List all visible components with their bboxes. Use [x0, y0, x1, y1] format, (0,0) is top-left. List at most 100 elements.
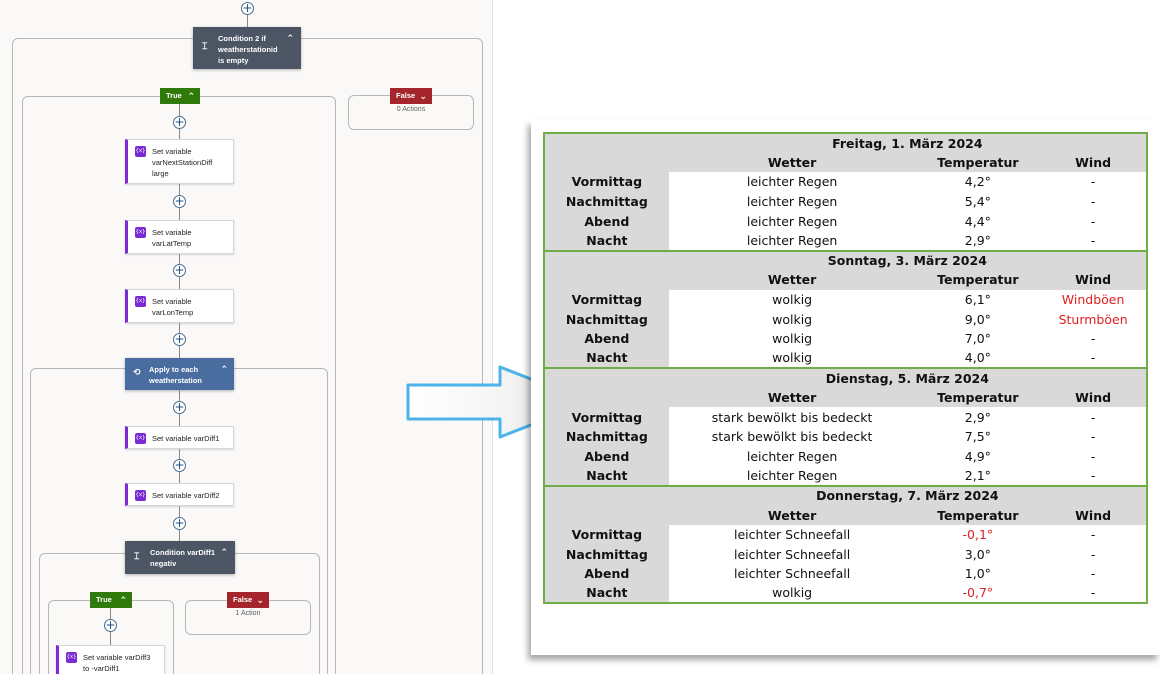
wind-cell: - [1090, 174, 1096, 190]
column-header-temperatur: Temperatur [915, 387, 1041, 408]
temperatur-cell: -0,7° [962, 585, 994, 601]
set-variable-card[interactable]: {x} Set variable varLonTemp [125, 289, 234, 323]
wind-cell: - [1090, 350, 1096, 366]
period-cell: Nachmittag [544, 544, 669, 565]
column-header-wetter: Wetter [668, 270, 916, 290]
wetter-cell: wolkig [772, 585, 813, 601]
set-variable-card[interactable]: {x} Set variable varDiff3 to -varDiff1 [56, 645, 165, 674]
add-step-plus-icon[interactable]: + [173, 516, 186, 530]
step-label: Set variable varDiff1 [152, 434, 220, 443]
column-header-temperatur: Temperatur [915, 270, 1041, 290]
wind-cell: - [1090, 467, 1096, 483]
column-header-blank [544, 505, 669, 525]
step-label: Set variable varDiff2 [152, 491, 220, 500]
day-header-blank [544, 367, 669, 388]
period-cell: Nachmittag [544, 309, 669, 329]
period-cell: Vormittag [544, 524, 669, 545]
wetter-cell: wolkig [772, 350, 813, 366]
temperatur-cell: 2,9° [964, 409, 991, 425]
period-cell: Nacht [544, 230, 669, 251]
inner-false-count: 1 Action [235, 610, 261, 617]
wetter-cell: wolkig [772, 331, 813, 347]
add-step-plus-icon[interactable]: + [173, 400, 186, 414]
temperatur-cell: 3,0° [964, 546, 991, 562]
apply-to-each-card[interactable]: ⟲ Apply to each weatherstation ⌃ [125, 358, 234, 390]
temperatur-cell: 1,0° [964, 566, 991, 582]
add-step-plus-icon[interactable]: + [173, 194, 186, 208]
loop-icon: ⟲ [133, 367, 141, 377]
column-header-wetter: Wetter [668, 505, 916, 525]
day-header-blank [544, 249, 669, 271]
collapse-chevron-icon[interactable]: ⌃ [220, 364, 228, 374]
table-row: Nachmittag leichter Schneefall 3,0° - [544, 544, 1147, 565]
set-variable-card[interactable]: {x} Set variable varNextStationDiff larg… [125, 139, 234, 184]
wind-cell: - [1090, 194, 1096, 210]
condition-icon: ⌶ [202, 41, 208, 51]
day-title: Freitag, 1. März 2024 [668, 133, 1147, 153]
wetter-cell: leichter Regen [746, 232, 838, 248]
add-step-plus-icon[interactable]: + [173, 332, 186, 346]
condition-negativ-card[interactable]: ⌶ Condition varDiff1 negativ ⌃ [125, 541, 235, 574]
day-header-blank [544, 484, 669, 506]
wetter-cell: leichter Regen [746, 174, 838, 190]
inner-true-pill[interactable]: True ⌃ [90, 592, 132, 608]
temperatur-cell: 7,0° [964, 331, 991, 347]
chevron-up-icon: ⌃ [119, 595, 127, 605]
temperatur-cell: 4,0° [964, 350, 991, 366]
condition-2-card[interactable]: ⌶ Condition 2 if weatherstationid is emp… [193, 27, 301, 69]
column-header-wind: Wind [1040, 387, 1147, 408]
wind-cell: Sturmböen [1058, 311, 1128, 327]
temperatur-cell: 4,9° [964, 448, 991, 464]
wind-cell: - [1090, 409, 1096, 425]
apply-to-each-label: Apply to each weatherstation [149, 365, 202, 385]
temperatur-cell: 2,1° [964, 467, 991, 483]
chevron-down-icon: ⌄ [419, 91, 427, 101]
add-step-plus-icon[interactable]: + [173, 263, 186, 277]
collapse-chevron-icon[interactable]: ⌃ [286, 33, 294, 43]
collapse-chevron-icon[interactable]: ⌃ [220, 547, 228, 557]
wind-cell: - [1090, 448, 1096, 464]
step-label: Set variable varDiff3 to -varDiff1 [83, 653, 151, 673]
column-header-blank [544, 152, 669, 173]
wind-cell: - [1090, 331, 1096, 347]
wetter-cell: leichter Regen [746, 448, 838, 464]
day-title: Dienstag, 5. März 2024 [668, 367, 1147, 388]
add-step-plus-icon[interactable]: + [173, 458, 186, 472]
inner-false-pill[interactable]: False ⌄ [227, 592, 269, 608]
wetter-cell: leichter Schneefall [734, 527, 851, 543]
variable-icon: {x} [135, 433, 146, 444]
add-step-plus-icon[interactable]: + [104, 618, 117, 632]
wetter-cell: wolkig [772, 311, 813, 327]
add-step-plus-icon[interactable]: + [241, 1, 254, 15]
set-variable-card[interactable]: {x} Set variable varDiff2 [125, 483, 234, 506]
true-branch-pill[interactable]: True ⌃ [160, 88, 200, 104]
wind-cell: - [1090, 546, 1096, 562]
false-branch-pill[interactable]: False ⌄ [390, 88, 432, 104]
temperatur-cell: 2,9° [964, 232, 991, 248]
step-label: Set variable varLonTemp [152, 297, 194, 317]
set-variable-card[interactable]: {x} Set variable varLatTemp [125, 220, 234, 254]
period-cell: Nachmittag [544, 426, 669, 447]
column-header-temperatur: Temperatur [915, 505, 1041, 525]
variable-icon: {x} [135, 146, 146, 157]
day-title: Sonntag, 3. März 2024 [668, 249, 1147, 271]
add-step-plus-icon[interactable]: + [173, 115, 186, 129]
inner-true-label: True [96, 595, 112, 604]
wetter-cell: leichter Schneefall [734, 566, 851, 582]
step-label: Set variable varLatTemp [152, 228, 192, 248]
set-variable-card[interactable]: {x} Set variable varDiff1 [125, 426, 234, 449]
false-actions-count: 0 Actions [396, 106, 426, 113]
wetter-cell: leichter Schneefall [734, 546, 851, 562]
